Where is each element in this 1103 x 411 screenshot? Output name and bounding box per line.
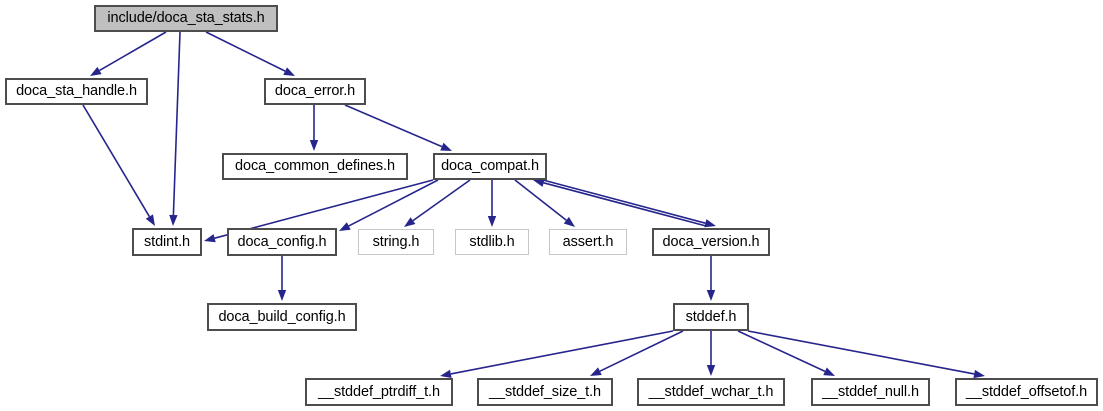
node-label: doca_config.h [237, 233, 327, 250]
node-label: doca_sta_handle.h [16, 83, 137, 100]
edge-doca_sta_stats-to-doca_error [205, 31, 286, 72]
edge-stddef-to-stddef_offsetof [747, 330, 975, 375]
node-doca_version[interactable]: doca_version.h [652, 228, 770, 256]
edge-arrowhead-doca_compat-to-assert [563, 216, 575, 227]
edge-arrowhead-doca_sta_handle-to-stdint [145, 214, 155, 226]
node-stddef_wchar_t[interactable]: __stddef_wchar_t.h [637, 378, 785, 406]
edge-arrowhead-stddef-to-stddef_offsetof [973, 369, 985, 379]
edge-arrowhead-doca_config-to-doca_build_config [277, 290, 287, 301]
node-assert[interactable]: assert.h [549, 229, 627, 255]
edge-stddef-to-stddef_null [737, 330, 826, 373]
node-stddef[interactable]: stddef.h [673, 303, 749, 331]
node-label: stdint.h [144, 233, 190, 250]
node-label: __stddef_offsetof.h [965, 383, 1088, 400]
node-doca_common_defines[interactable]: doca_common_defines.h [222, 153, 408, 180]
node-label: doca_common_defines.h [235, 158, 395, 175]
node-label: __stddef_wchar_t.h [648, 383, 774, 400]
edge-arrowhead-stddef-to-stddef_ptrdiff_t [440, 369, 452, 379]
edge-doca_sta_handle-to-stdint [82, 104, 151, 217]
node-stdlib[interactable]: stdlib.h [455, 229, 529, 255]
edge-doca_sta_stats-to-doca_sta_handle [99, 31, 167, 72]
node-label: assert.h [562, 233, 614, 250]
edge-stddef-to-stddef_size_t [599, 330, 684, 372]
node-label: stdlib.h [469, 233, 515, 250]
edge-arrowhead-doca_sta_stats-to-doca_error [283, 67, 295, 76]
edge-arrowhead-doca_version-to-stddef [706, 290, 716, 301]
edge-arrowhead-doca_sta_stats-to-doca_sta_handle [90, 66, 102, 76]
node-stddef_offsetof[interactable]: __stddef_offsetof.h [955, 378, 1098, 406]
node-doca_config[interactable]: doca_config.h [227, 228, 337, 256]
node-label: stddef.h [685, 308, 737, 325]
edge-arrowhead-doca_version-to-doca_compat [533, 178, 545, 187]
edge-doca_error-to-doca_compat [344, 104, 443, 148]
node-doca_build_config[interactable]: doca_build_config.h [207, 303, 357, 331]
edge-arrowhead-doca_error-to-doca_common_defines [309, 140, 319, 151]
edge-doca_compat-to-doca_config [348, 179, 439, 227]
node-label: doca_version.h [662, 233, 760, 250]
node-label: __stddef_null.h [822, 383, 919, 400]
node-string[interactable]: string.h [358, 229, 434, 255]
node-stddef_ptrdiff_t[interactable]: __stddef_ptrdiff_t.h [305, 378, 453, 406]
edge-doca_sta_stats-to-stdint [172, 31, 181, 216]
node-label: doca_compat.h [441, 158, 539, 175]
node-label: doca_build_config.h [218, 308, 346, 325]
edge-arrowhead-doca_compat-to-doca_version [704, 219, 716, 228]
edge-doca_compat-to-assert [514, 179, 567, 221]
edge-arrowhead-doca_compat-to-doca_config [339, 222, 351, 231]
node-stdint[interactable]: stdint.h [132, 228, 202, 256]
edge-doca_compat-to-string [412, 179, 471, 222]
edge-doca_compat-to-doca_version [542, 179, 706, 224]
node-doca_error[interactable]: doca_error.h [264, 78, 366, 105]
node-stddef_size_t[interactable]: __stddef_size_t.h [477, 378, 613, 406]
node-label: doca_error.h [274, 83, 356, 100]
edge-arrowhead-doca_compat-to-stdlib [487, 216, 497, 227]
node-stddef_null[interactable]: __stddef_null.h [811, 378, 930, 406]
node-doca_sta_handle[interactable]: doca_sta_handle.h [5, 78, 148, 105]
edge-arrowhead-doca_compat-to-stdint [204, 234, 216, 243]
edge-arrowhead-stddef-to-stddef_size_t [590, 367, 602, 376]
node-doca_compat[interactable]: doca_compat.h [433, 153, 547, 180]
edge-arrowhead-doca_error-to-doca_compat [440, 142, 452, 151]
edge-arrowhead-doca_compat-to-string [404, 217, 416, 227]
edge-arrowhead-stddef-to-stddef_null [823, 367, 835, 376]
node-label: __stddef_size_t.h [489, 383, 601, 400]
node-doca_sta_stats[interactable]: include/doca_sta_stats.h [94, 5, 278, 32]
node-label: __stddef_ptrdiff_t.h [318, 383, 440, 400]
node-label: include/doca_sta_stats.h [107, 10, 265, 27]
edge-stddef-to-stddef_ptrdiff_t [450, 330, 674, 375]
edge-arrowhead-doca_sta_stats-to-stdint [169, 214, 178, 226]
edge-doca_version-to-doca_compat [543, 182, 707, 227]
edge-arrowhead-stddef-to-stddef_wchar_t [706, 365, 716, 376]
node-label: string.h [372, 233, 420, 250]
